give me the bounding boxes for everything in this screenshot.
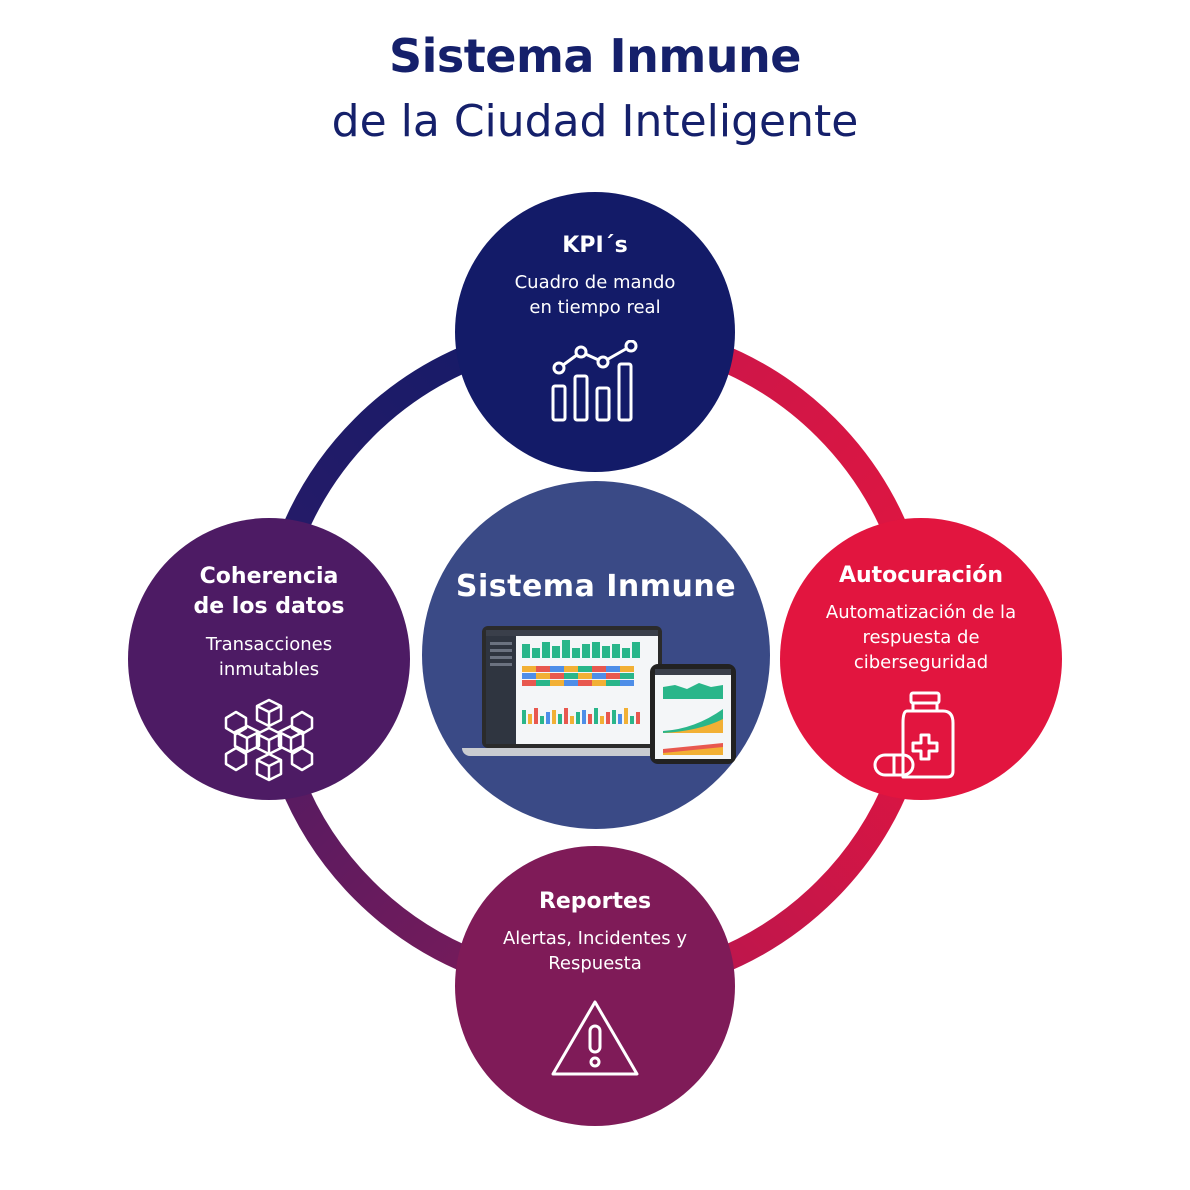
node-reportes-description: Alertas, Incidentes y Respuesta (455, 926, 735, 976)
blockchain-cubes-icon (224, 698, 314, 782)
center-title: Sistema Inmune (455, 569, 737, 604)
page-title: Sistema Inmune (389, 29, 801, 83)
node-autocuracion-title: Autocuración (838, 563, 1004, 588)
dashboard-screenshot-laptop (486, 630, 658, 744)
node-coherencia-line2: inmutables (218, 659, 320, 680)
laptop-screen (482, 626, 662, 748)
node-kpis: KPI´s Cuadro de mando en tiempo real (455, 192, 735, 472)
node-coherencia-title-line2: de los datos (193, 594, 345, 619)
node-sistema-inmune-center: Sistema Inmune (422, 481, 770, 829)
node-reportes-title: Reportes (538, 889, 652, 914)
node-coherencia-title-line1: Coherencia (199, 564, 339, 589)
node-coherencia-title: Coherencia de los datos (128, 562, 410, 622)
node-kpis-description: Cuadro de mando en tiempo real (455, 270, 735, 320)
node-coherencia: Coherencia de los datos Transacciones in… (128, 518, 410, 800)
node-kpis-line2: en tiempo real (529, 297, 661, 318)
node-reportes-line2: Respuesta (548, 953, 642, 974)
dashboard-screenshot-tablet (655, 669, 731, 755)
medicine-bottle-icon (873, 691, 955, 779)
laptop-base (462, 748, 684, 756)
tablet-device (650, 664, 736, 764)
warning-triangle-icon (551, 1000, 639, 1076)
node-autocuracion-description: Automatización de la respuesta de cibers… (780, 600, 1062, 675)
node-autocuracion-line3: ciberseguridad (853, 652, 989, 673)
node-coherencia-description: Transacciones inmutables (128, 632, 410, 682)
bar-line-chart-icon (551, 340, 638, 422)
node-autocuracion-line2: respuesta de (862, 627, 980, 648)
page-header: Sistema Inmune de la Ciudad Inteligente (0, 26, 1190, 152)
node-reportes: Reportes Alertas, Incidentes y Respuesta (455, 846, 735, 1126)
node-reportes-line1: Alertas, Incidentes y (502, 928, 688, 949)
page-subtitle: de la Ciudad Inteligente (331, 96, 859, 147)
node-kpis-title: KPI´s (562, 233, 628, 258)
node-kpis-line1: Cuadro de mando (514, 272, 676, 293)
dashboard-devices-illustration (462, 626, 742, 766)
node-coherencia-line1: Transacciones (205, 634, 333, 655)
node-autocuracion-line1: Automatización de la (825, 602, 1017, 623)
node-autocuracion: Autocuración Automatización de la respue… (780, 518, 1062, 800)
